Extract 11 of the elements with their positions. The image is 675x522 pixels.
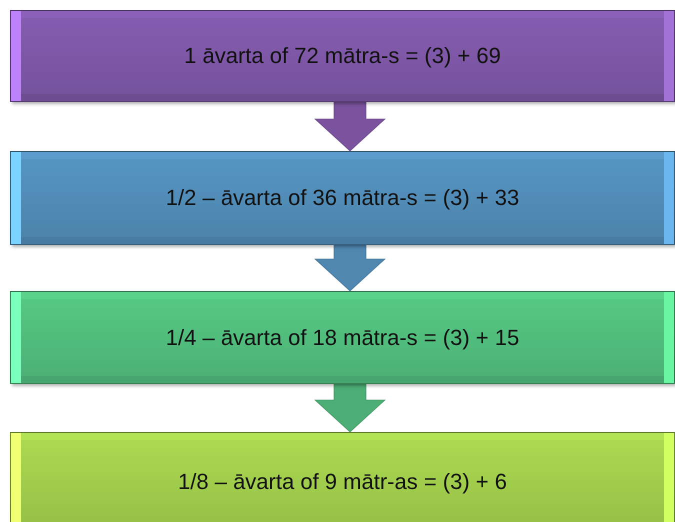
block-arrow — [314, 384, 386, 432]
process-box — [10, 432, 675, 522]
step-text: 1/8 – āvarta of 9 mātr-as = (3) + 6 — [178, 469, 507, 495]
step-text: 1/2 – āvarta of 36 mātra-s = (3) + 33 — [166, 185, 520, 211]
process-box — [10, 291, 675, 384]
block-arrow — [314, 244, 386, 292]
process-box — [10, 151, 675, 245]
step-text: 1/4 – āvarta of 18 mātra-s = (3) + 15 — [166, 324, 520, 350]
process-box — [10, 10, 675, 102]
block-arrow — [314, 102, 386, 152]
step-text: 1 āvarta of 72 mātra-s = (3) + 69 — [184, 43, 501, 69]
